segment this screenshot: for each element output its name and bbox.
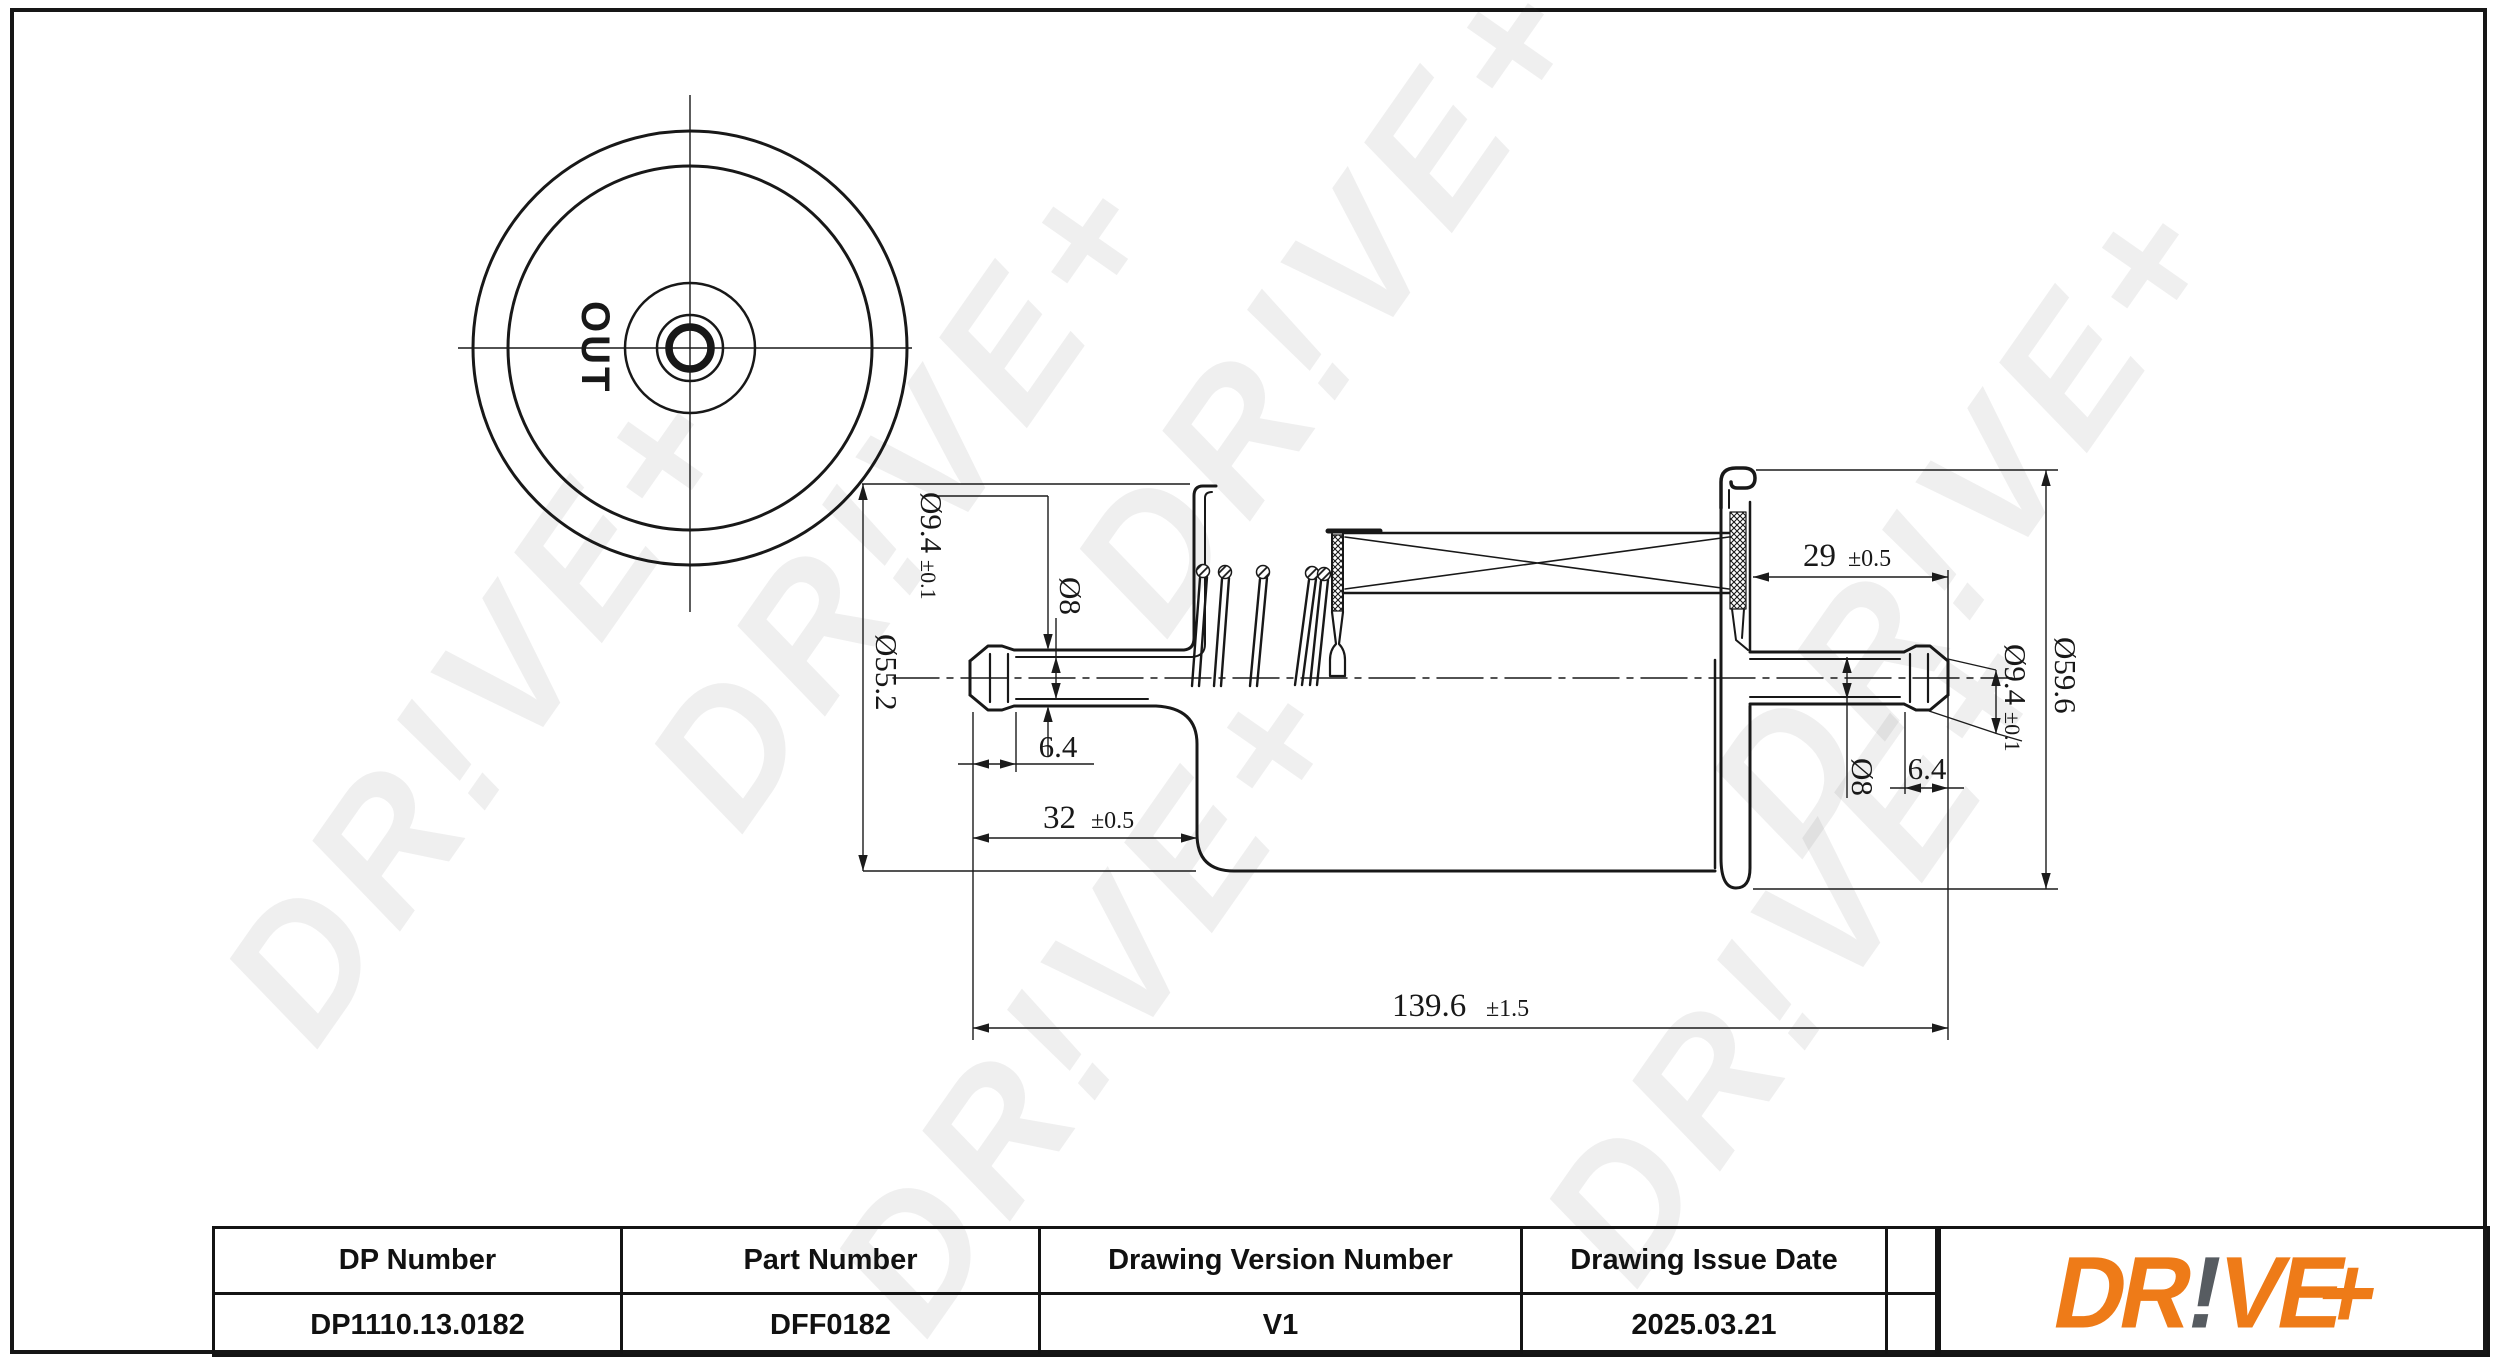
- dim-body-diameter-left: Ø55.2: [869, 634, 904, 711]
- dimensions: Ø55.2 Ø9.4 ±0.1 Ø8 6.4 32 ±0.5 139.6 ±1.…: [858, 469, 2083, 1040]
- header-drawing-version: Drawing Version Number: [1108, 1244, 1453, 1276]
- right-end-cap: [1713, 466, 1757, 890]
- left-nozzle-barb-grooves: [988, 652, 1010, 704]
- value-dp-number: DP1110.13.0182: [310, 1308, 525, 1341]
- header-dp-number: DP Number: [338, 1244, 497, 1276]
- front-port-bore-circle: [665, 323, 715, 373]
- dim-line-d94-left: [934, 495, 1049, 756]
- title-block-divider: [620, 1229, 623, 1354]
- dim-port-section-right-tol: ±0.5: [1848, 546, 1891, 572]
- front-view: OUT: [458, 95, 912, 612]
- dim-port-od-right: Ø9.4: [1998, 644, 2033, 706]
- filter-element: [1325, 511, 1749, 678]
- dim-port-id-left: Ø8: [1053, 577, 1088, 615]
- dim-port-section-left-tol: ±0.5: [1091, 808, 1134, 834]
- dimension-arrowheads: [858, 470, 2051, 1033]
- dim-barb-right: 6.4: [1908, 751, 1947, 786]
- right-nozzle-barb-grooves: [1908, 652, 1930, 704]
- title-block-divider: [1885, 1229, 1888, 1354]
- dim-port-od-right-tol: ±0.1: [2000, 712, 2025, 752]
- title-block-divider: [1038, 1229, 1041, 1354]
- logo-dr: DR: [2044, 1234, 2199, 1349]
- dim-total-length: 139.6: [1392, 988, 1466, 1024]
- drive-plus-logo: DR!VE+: [2045, 1234, 2383, 1348]
- title-block-divider: [1520, 1229, 1523, 1354]
- header-part-number: Part Number: [743, 1244, 918, 1276]
- side-view-part: [892, 466, 2013, 890]
- front-outer-rim-circle: [471, 129, 909, 567]
- left-nozzle: [968, 484, 1717, 873]
- title-block-row-divider: [215, 1292, 1935, 1295]
- front-port-outer-circle: [655, 313, 725, 383]
- dim-port-od-left: Ø9.4: [914, 492, 949, 554]
- title-block: DP Number Part Number Drawing Version Nu…: [212, 1226, 1938, 1357]
- front-boss-circle: [623, 281, 757, 415]
- header-issue-date: Drawing Issue Date: [1570, 1244, 1838, 1276]
- right-nozzle: [1748, 644, 1950, 712]
- front-body-circle: [506, 164, 874, 532]
- spring-coils: [1190, 563, 1332, 688]
- logo-box: DR!VE+: [1938, 1226, 2490, 1357]
- cap-crimp-curl: [1719, 466, 1757, 510]
- dim-port-id-right: Ø8: [1845, 758, 1880, 796]
- dim-cap-diameter-right: Ø59.6: [2048, 637, 2083, 714]
- value-issue-date: 2025.03.21: [1631, 1308, 1777, 1341]
- dim-total-length-tol: ±1.5: [1486, 996, 1529, 1022]
- dim-barb-left: 6.4: [1039, 729, 1078, 764]
- element-cross-lines: [1344, 536, 1730, 590]
- dim-port-section-right: 29: [1803, 538, 1836, 574]
- value-part-number: DFF0182: [770, 1308, 891, 1341]
- drawing-frame: [10, 8, 2487, 1354]
- value-drawing-version: V1: [1262, 1308, 1299, 1341]
- dim-port-section-left: 32: [1043, 800, 1076, 836]
- out-port-label: OUT: [573, 301, 617, 394]
- out-label-text: OUT: [573, 301, 617, 394]
- element-seal-hatch: [1729, 511, 1747, 610]
- dim-port-od-left-tol: ±0.1: [916, 560, 941, 600]
